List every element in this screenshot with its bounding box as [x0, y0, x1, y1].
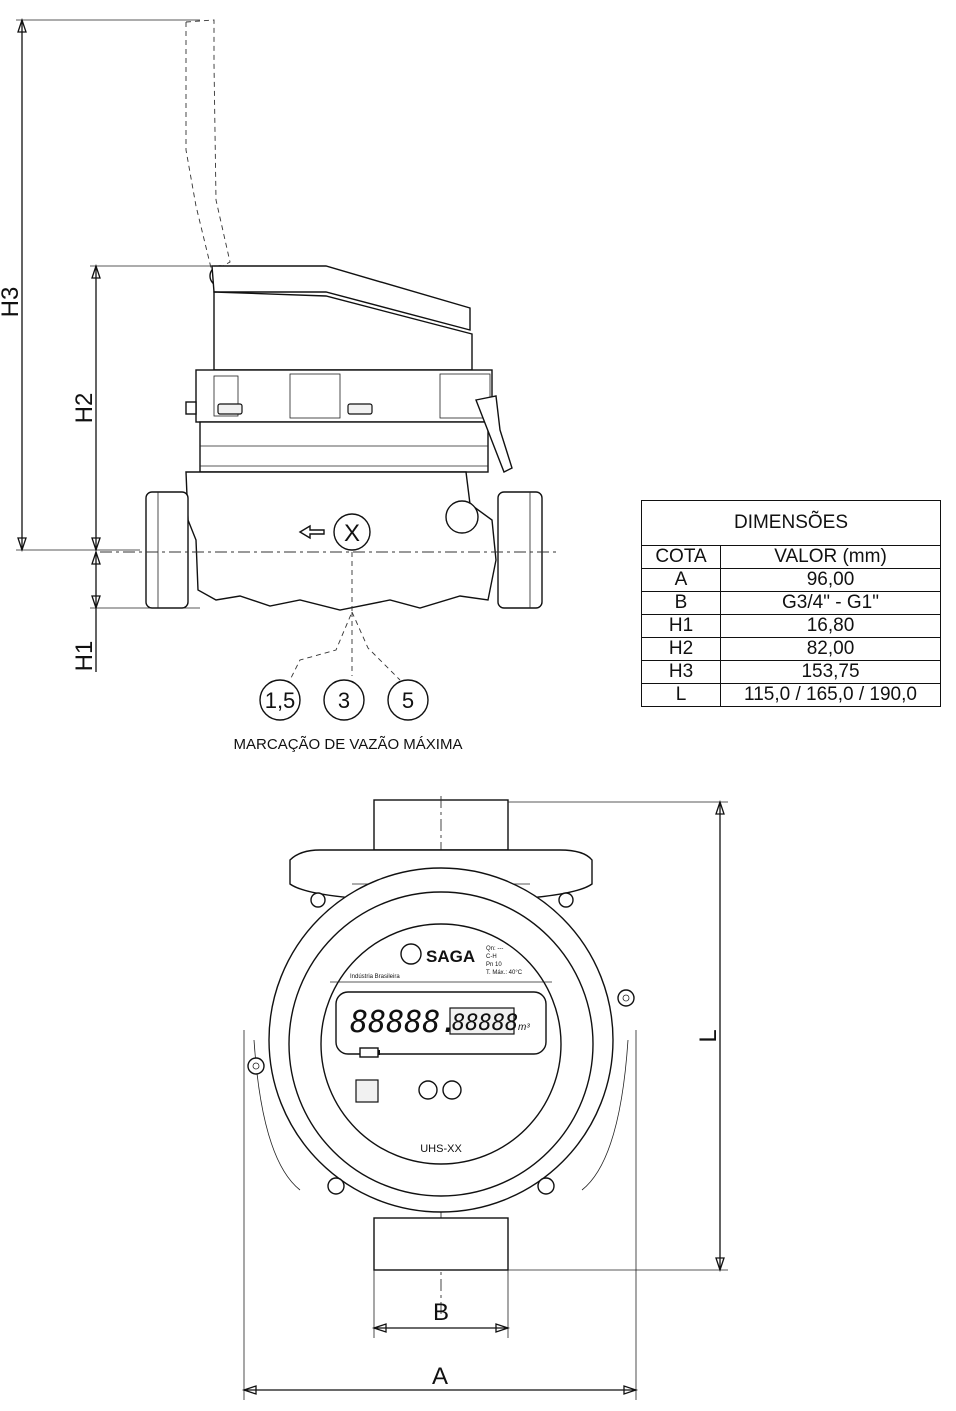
cota-cell: H1 [641, 614, 721, 638]
flow-option-circle [323, 679, 365, 721]
valor-cell: 16,80 [720, 614, 941, 638]
l-label: L [695, 1029, 722, 1042]
side-view: X H3 H2 H1 1,5 3 5 MARCAÇÃO DE VAZÃO MÁX… [0, 17, 560, 753]
valor-cell: 96,00 [720, 568, 941, 592]
valor-cell: 153,75 [720, 660, 941, 684]
seal-wire [475, 395, 513, 473]
battery-icon [359, 1047, 379, 1058]
flow-option-circle [259, 679, 301, 721]
h2-label: H2 [71, 393, 98, 424]
flow-marking-caption: MARCAÇÃO DE VAZÃO MÁXIMA [234, 736, 463, 753]
cota-cell: H2 [641, 637, 721, 661]
flow-option-2: 3 [338, 688, 350, 713]
outlet-thread [497, 491, 543, 609]
table-row: B G3/4" - G1" [641, 591, 941, 615]
spec-line-2: C-H [486, 954, 497, 960]
x-marker-circle [333, 513, 371, 551]
table-row: L 115,0 / 165,0 / 190,0 [641, 683, 941, 707]
cota-cell: B [641, 591, 721, 615]
h1-label: H1 [71, 641, 98, 672]
table-row: A 96,00 [641, 568, 941, 592]
flow-option-1: 1,5 [265, 688, 296, 713]
lower-thread [373, 1217, 509, 1271]
inmetro-logo [355, 1079, 379, 1103]
cota-cell: H3 [641, 660, 721, 684]
maker-line: Indústria Brasileira [350, 974, 400, 980]
dimensions-table: DIMENSÕES COTA VALOR (mm) A 96,00 B G3/4… [641, 500, 941, 707]
spec-line-1: Qn: --- [486, 946, 503, 952]
column-header-cota: COTA [641, 545, 721, 569]
brand-logo-icon [400, 943, 422, 965]
x-marker-label: X [344, 520, 360, 547]
register-body [213, 291, 473, 371]
inlet-thread [145, 491, 189, 609]
flow-arrow-icon [298, 524, 325, 540]
b-label: B [433, 1299, 449, 1326]
table-title: DIMENSÕES [641, 500, 941, 546]
open-lid [185, 19, 231, 273]
optical-port-icon [418, 1080, 438, 1100]
a-label: A [432, 1363, 448, 1390]
model-label: UHS-XX [420, 1143, 462, 1155]
h3-label: H3 [0, 287, 24, 318]
display-unit: m³ [518, 1022, 530, 1033]
column-header-valor: VALOR (mm) [720, 545, 941, 569]
register-ring [195, 369, 493, 423]
table-row: H3 153,75 [641, 660, 941, 684]
table-row: H1 16,80 [641, 614, 941, 638]
body-boss [445, 500, 479, 534]
spec-line-4: T. Máx.: 40°C [486, 970, 523, 976]
flow-option-circle [387, 679, 429, 721]
cota-cell: A [641, 568, 721, 592]
brand-name: SAGA [426, 947, 475, 966]
valor-cell: 82,00 [720, 637, 941, 661]
table-row: H2 82,00 [641, 637, 941, 661]
display-decimals: 88888 [452, 1011, 518, 1036]
cota-cell: L [641, 683, 721, 707]
top-view: SAGA Indústria Brasileira Qn: --- C-H Pn… [241, 796, 728, 1400]
valor-cell: G3/4" - G1" [720, 591, 941, 615]
spec-line-3: Pn 10 [486, 962, 502, 968]
display-digits: 88888. [350, 1005, 458, 1040]
flow-option-3: 5 [402, 688, 414, 713]
valor-cell: 115,0 / 165,0 / 190,0 [720, 683, 941, 707]
